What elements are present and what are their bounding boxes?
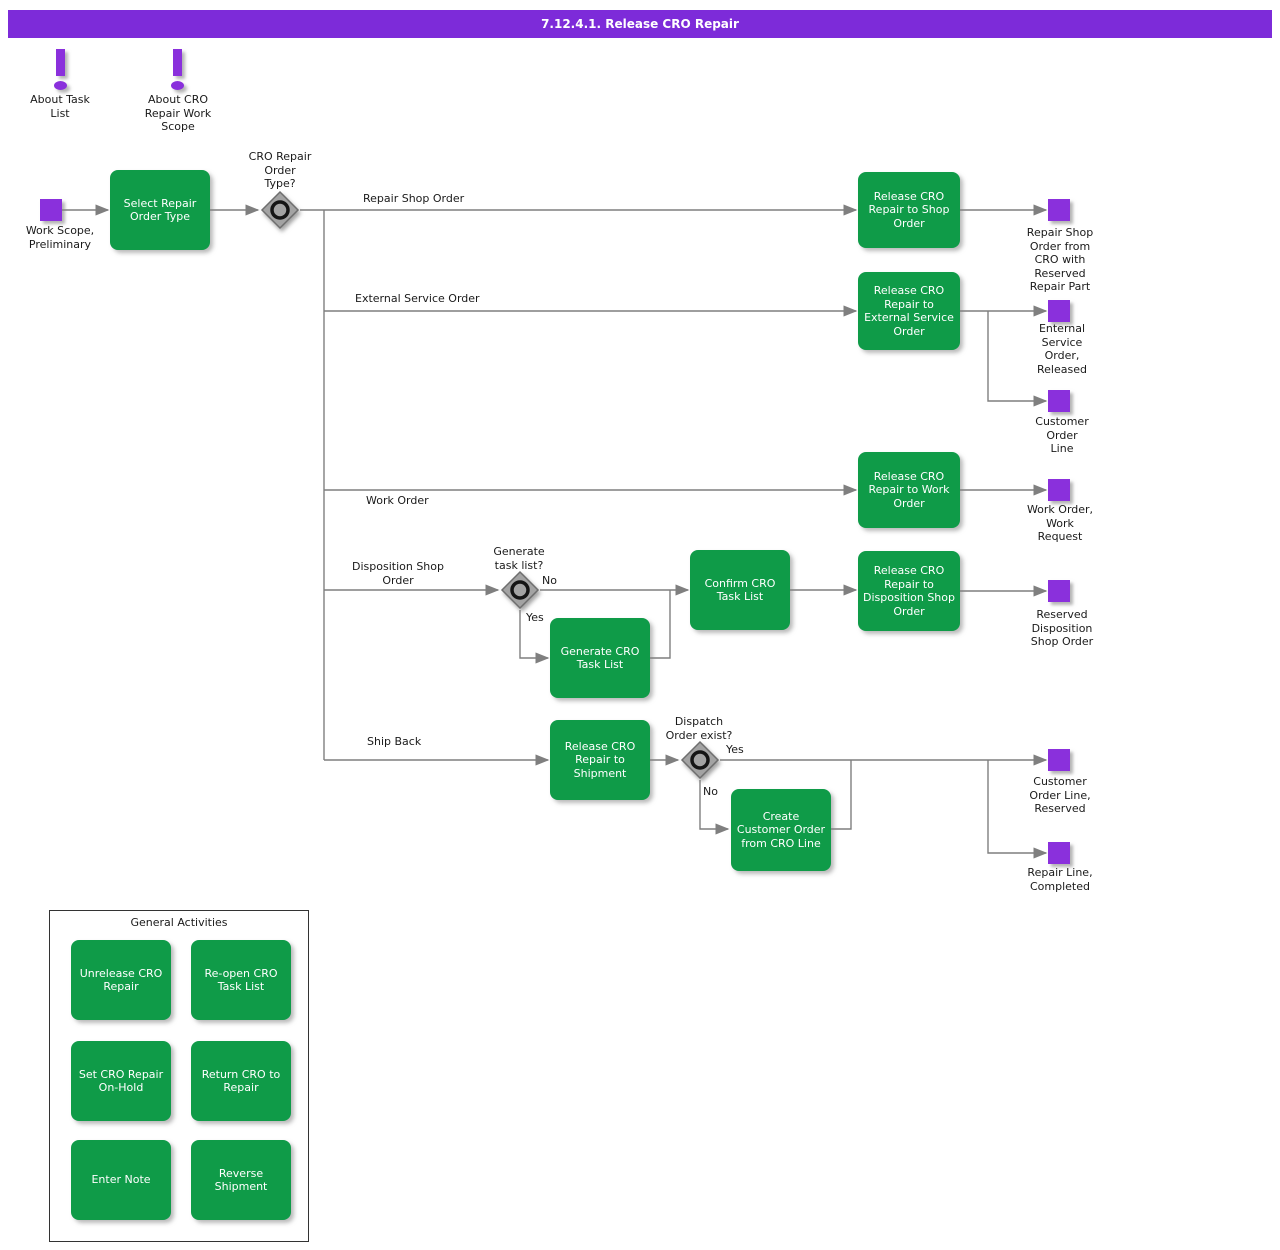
event-external-service-order-released[interactable] (1048, 300, 1070, 322)
activity-return-cro-to-repair[interactable]: Return CRO to Repair (191, 1041, 291, 1121)
about-task-list-icon-dot[interactable] (54, 81, 67, 90)
decision-cro-repair-order-type-label: CRO Repair Order Type? (248, 150, 312, 190)
activity-select-repair-order-type[interactable]: Select Repair Order Type (110, 170, 210, 250)
decision-generate-task-list (500, 570, 540, 610)
about-cro-repair-work-scope-icon[interactable] (173, 49, 182, 76)
activity-reopen-cro-task-list[interactable]: Re-open CRO Task List (191, 940, 291, 1020)
general-activities-title: General Activities (130, 916, 228, 929)
activity-unrelease-cro-repair[interactable]: Unrelease CRO Repair (71, 940, 171, 1020)
event-work-order-work-request-label: Work Order, Work Request (1026, 503, 1094, 543)
page-title: 7.12.4.1. Release CRO Repair (541, 17, 739, 31)
event-customer-order-line-reserved-label: Customer Order Line, Reserved (1029, 775, 1091, 815)
event-repair-shop-order-from-cro[interactable] (1048, 199, 1070, 221)
branch-no-task-list: No (542, 574, 557, 587)
work-scope-preliminary-event[interactable] (40, 199, 62, 221)
general-activities-panel: General Activities Unrelease CRO Repair … (49, 910, 309, 1242)
event-customer-order-line-label: Customer Order Line (1035, 415, 1089, 455)
event-customer-order-line-reserved[interactable] (1048, 749, 1070, 771)
about-cro-repair-work-scope-icon-dot[interactable] (171, 81, 184, 90)
event-external-service-order-released-label: Enternal Service Order, Released (1037, 322, 1087, 376)
activity-release-cro-repair-to-shipment[interactable]: Release CRO Repair to Shipment (550, 720, 650, 800)
branch-disposition-shop-order: Disposition Shop Order (352, 560, 444, 587)
event-repair-line-completed-label: Repair Line, Completed (1027, 866, 1093, 893)
event-work-order-work-request[interactable] (1048, 479, 1070, 501)
activity-release-cro-repair-to-work-order[interactable]: Release CRO Repair to Work Order (858, 452, 960, 528)
decision-cro-repair-order-type (260, 190, 300, 230)
branch-external-service-order: External Service Order (355, 292, 480, 305)
activity-set-cro-repair-on-hold[interactable]: Set CRO Repair On-Hold (71, 1041, 171, 1121)
event-reserved-disposition-shop-order-label: Reserved Disposition Shop Order (1030, 608, 1094, 648)
activity-create-customer-order-from-cro-line[interactable]: Create Customer Order from CRO Line (731, 789, 831, 871)
event-customer-order-line[interactable] (1048, 390, 1070, 412)
work-scope-preliminary-label: Work Scope, Preliminary (25, 224, 95, 251)
event-repair-line-completed[interactable] (1048, 842, 1070, 864)
about-cro-repair-work-scope-label: About CRO Repair Work Scope (144, 93, 212, 133)
activity-release-cro-repair-to-external-service-order[interactable]: Release CRO Repair to External Service O… (858, 272, 960, 350)
event-reserved-disposition-shop-order[interactable] (1048, 580, 1070, 602)
about-task-list-label: About Task List (30, 93, 90, 120)
diagram-title-bar: 7.12.4.1. Release CRO Repair (8, 10, 1272, 38)
decision-dispatch-order-exist (680, 740, 720, 780)
decision-generate-task-list-label: Generate task list? (493, 545, 545, 572)
branch-yes-dispatch: Yes (726, 743, 744, 756)
decision-dispatch-order-exist-label: Dispatch Order exist? (665, 715, 733, 742)
activity-release-cro-repair-to-disposition-shop-order[interactable]: Release CRO Repair to Disposition Shop O… (858, 551, 960, 631)
activity-generate-cro-task-list[interactable]: Generate CRO Task List (550, 618, 650, 698)
activity-reverse-shipment[interactable]: Reverse Shipment (191, 1140, 291, 1220)
activity-enter-note[interactable]: Enter Note (71, 1140, 171, 1220)
branch-work-order: Work Order (366, 494, 429, 507)
branch-no-dispatch: No (703, 785, 718, 798)
activity-release-cro-repair-to-shop-order[interactable]: Release CRO Repair to Shop Order (858, 172, 960, 248)
about-task-list-icon[interactable] (56, 49, 65, 76)
activity-confirm-cro-task-list[interactable]: Confirm CRO Task List (690, 550, 790, 630)
event-repair-shop-order-from-cro-label: Repair Shop Order from CRO with Reserved… (1026, 226, 1094, 293)
branch-repair-shop-order: Repair Shop Order (363, 192, 465, 205)
branch-ship-back: Ship Back (367, 735, 422, 748)
branch-yes-task-list: Yes (526, 611, 544, 624)
